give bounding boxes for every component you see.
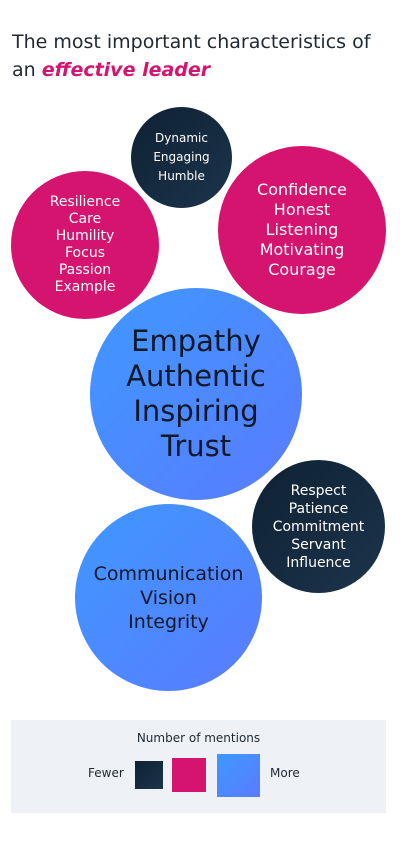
legend: Number of mentions Fewer More <box>11 720 386 813</box>
legend-fewer-label: Fewer <box>88 766 124 780</box>
bubble-confidence-group: Confidence Honest Listening Motivating C… <box>218 146 386 314</box>
bubble-word: Empathy <box>131 324 261 358</box>
bubble-word: Motivating <box>259 240 345 259</box>
bubble-word: Care <box>68 211 102 227</box>
bubble-word: Humility <box>55 228 115 244</box>
legend-more-label: More <box>270 766 300 780</box>
bubble-word: Commitment <box>272 518 365 535</box>
bubble-dynamic-engaging-humble: Dynamic Engaging Humble <box>131 107 232 208</box>
bubble-word: Vision <box>140 586 197 609</box>
legend-swatch-dark <box>135 761 163 789</box>
bubble-word: Integrity <box>128 610 209 633</box>
bubble-word: Patience <box>288 500 349 517</box>
bubble-word: Inspiring <box>133 394 259 428</box>
bubble-word: Listening <box>265 220 339 239</box>
bubble-communication-group: Communication Vision Integrity <box>75 504 262 691</box>
bubble-word: Servant <box>291 536 346 553</box>
bubble-resilience-group: Resilience Care Humility Focus Passion E… <box>11 171 159 319</box>
legend-title: Number of mentions <box>136 731 261 745</box>
bubble-word: Humble <box>158 169 205 183</box>
bubble-word: Example <box>54 279 116 295</box>
page-title: The most important characteristics of an… <box>12 28 392 84</box>
title-prefix: The most important characteristics of an <box>12 31 371 81</box>
bubble-word: Dynamic <box>155 131 208 145</box>
bubble-respect-group: Respect Patience Commitment Servant Infl… <box>252 460 385 593</box>
bubble-empathy-group: Empathy Authentic Inspiring Trust <box>90 288 302 500</box>
bubble-word: Resilience <box>49 194 121 210</box>
legend-swatch-blue <box>217 754 260 797</box>
bubble-word: Confidence <box>257 180 347 199</box>
bubble-word: Trust <box>160 429 232 463</box>
bubble-word: Influence <box>286 554 351 571</box>
bubble-word: Engaging <box>153 150 210 164</box>
bubble-word: Honest <box>273 200 331 219</box>
bubble-word: Communication <box>93 562 244 585</box>
title-emphasis: effective leader <box>41 59 211 81</box>
bubble-word: Passion <box>58 262 112 278</box>
legend-swatch-pink <box>172 758 206 792</box>
bubble-word: Authentic <box>126 359 266 393</box>
bubble-word: Courage <box>268 260 336 279</box>
bubble-word: Respect <box>290 482 347 499</box>
bubble-word: Focus <box>65 245 105 261</box>
